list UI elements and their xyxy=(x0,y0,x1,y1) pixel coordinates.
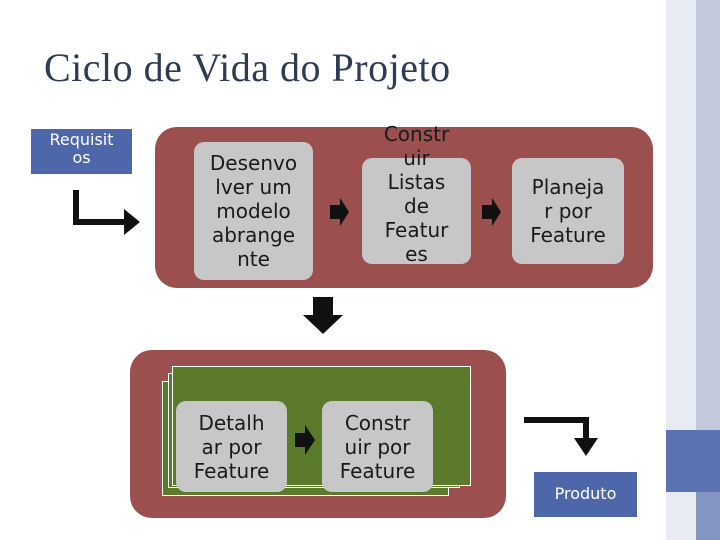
step-construir-feature: Constr uir por Feature xyxy=(322,401,433,492)
step-detalhar-feature: Detalh ar por Feature xyxy=(176,401,287,492)
step-planejar-label: Planeja r por Feature xyxy=(530,175,606,247)
step-desenvolver-label: Desenvo lver um modelo abrange nte xyxy=(209,151,298,271)
bent-arrow-icon xyxy=(524,417,598,456)
step-construir-listas: Constr uir Listas de Featur es xyxy=(362,122,471,266)
step-construir-label: Constr uir por Feature xyxy=(339,410,416,483)
step-construir-listas-label: Constr uir Listas de Featur es xyxy=(383,122,450,266)
decorative-stripe xyxy=(696,492,720,540)
requisitos-box: Requisit os xyxy=(31,129,132,174)
step-planejar-feature: Planeja r por Feature xyxy=(512,158,624,264)
decorative-stripe xyxy=(666,430,720,492)
requisitos-label: Requisit os xyxy=(49,130,114,168)
down-arrow-icon xyxy=(303,297,343,334)
bent-arrow-icon xyxy=(73,190,140,235)
step-detalhar-label: Detalh ar por Feature xyxy=(193,410,270,483)
produto-label: Produto xyxy=(554,484,617,504)
produto-box: Produto xyxy=(534,472,637,517)
step-desenvolver-modelo: Desenvo lver um modelo abrange nte xyxy=(194,142,313,280)
slide-title: Ciclo de Vida do Projeto xyxy=(44,45,451,90)
